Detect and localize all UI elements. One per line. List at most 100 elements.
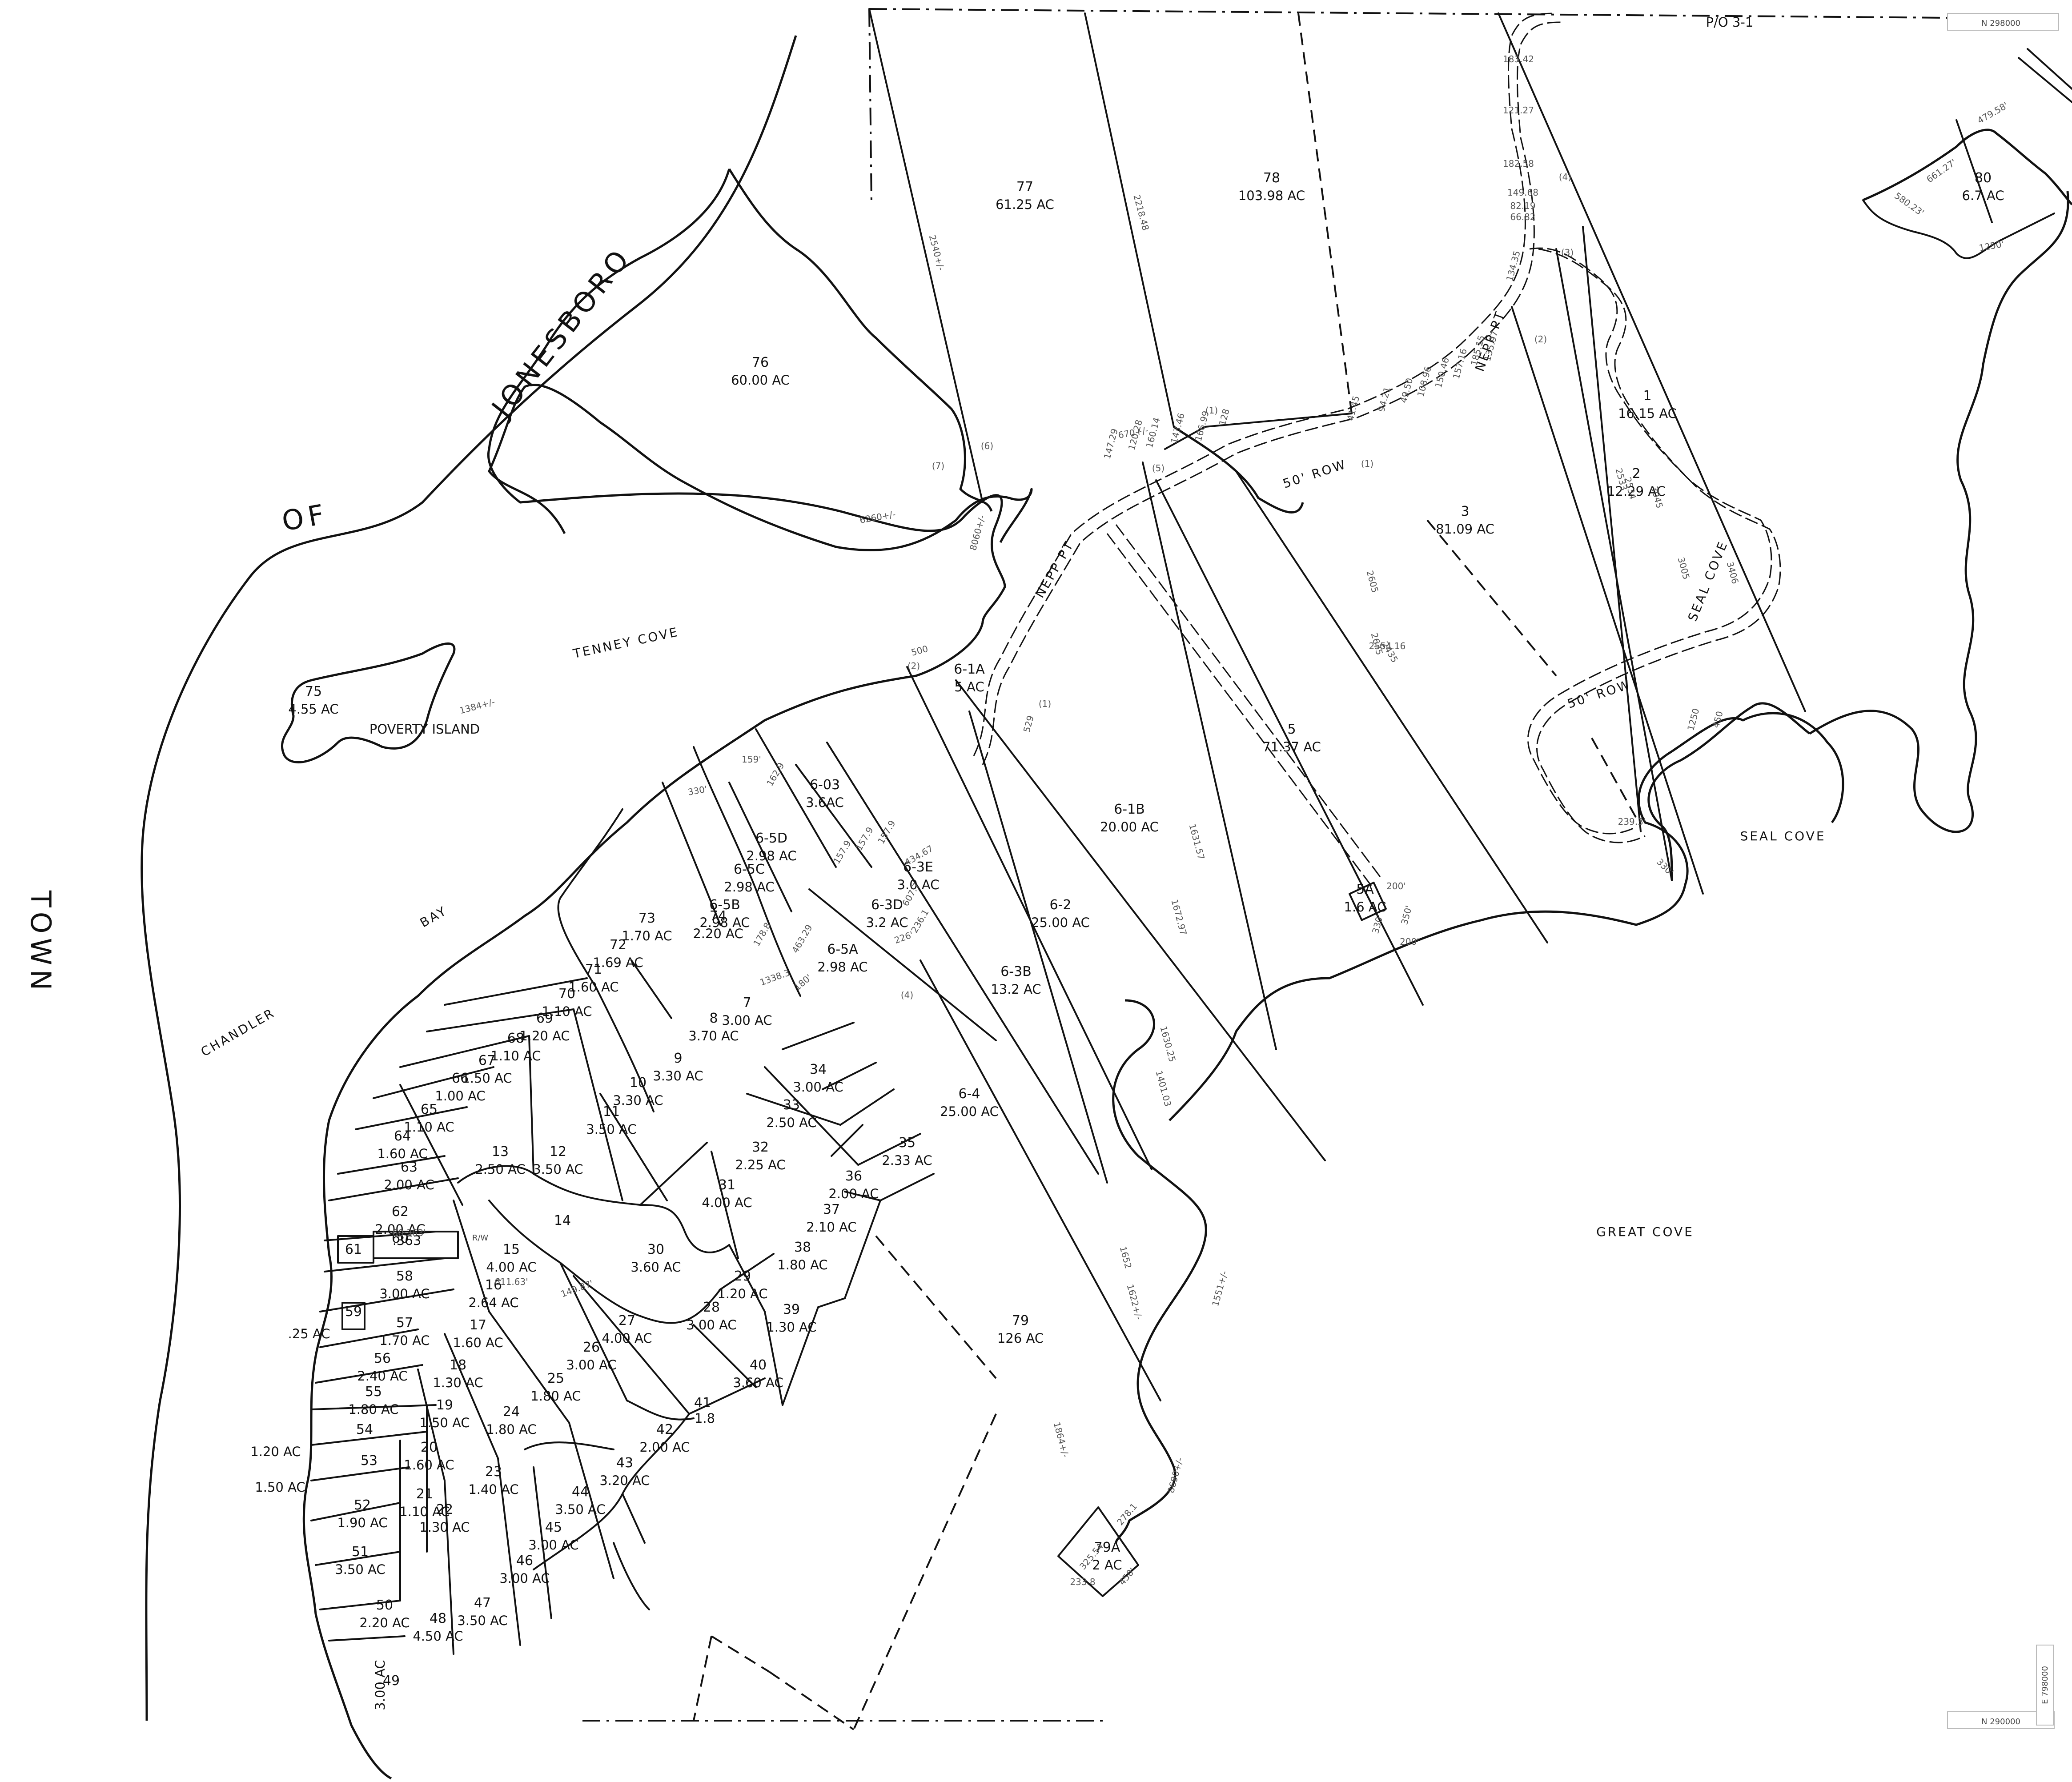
dimension-label: 134.35 bbox=[1504, 249, 1522, 282]
parcel-ref-label: (1) bbox=[1361, 458, 1373, 469]
lot-31-number: 31 bbox=[719, 1177, 735, 1193]
lot-71-area: 1.60 AC bbox=[568, 979, 618, 995]
north-shore bbox=[728, 168, 993, 512]
lot-17-area: 1.60 AC bbox=[453, 1335, 503, 1350]
lot-49-number: 49 bbox=[383, 1673, 400, 1689]
lot-15-area: 4.00 AC bbox=[486, 1260, 536, 1275]
rw-label: R/W bbox=[472, 1233, 489, 1243]
row-label-1: 50' ROW bbox=[1281, 457, 1349, 491]
lot-5a-number: 5A bbox=[1356, 882, 1374, 897]
lot-78-area: 103.98 AC bbox=[1238, 188, 1305, 203]
jonesboro-label: JONESBORO bbox=[484, 241, 638, 425]
lot-8-number: 8 bbox=[709, 1011, 718, 1026]
lot-14-number: 14 bbox=[554, 1213, 571, 1228]
dimension-label: 226' bbox=[893, 929, 915, 946]
lot-48-number: 48 bbox=[430, 1611, 446, 1626]
island-80 bbox=[1863, 128, 2072, 205]
lot-53-number: 53 bbox=[361, 1453, 377, 1469]
lot-22-number: 22 bbox=[436, 1502, 453, 1517]
lot-7-area: 3.00 AC bbox=[722, 1013, 772, 1028]
lot-21-area: 1.10 AC bbox=[399, 1504, 450, 1519]
lot-62-number: 62 bbox=[392, 1204, 409, 1220]
lot-63-area: 2.00 AC bbox=[384, 1177, 434, 1192]
dimension-label: 157.9 bbox=[853, 825, 875, 853]
parcel-ref-label: (3) bbox=[1561, 247, 1574, 258]
north-boundary bbox=[869, 8, 1948, 19]
dimension-label: 1384+/- bbox=[458, 696, 496, 716]
lot-20-area: 1.60 AC bbox=[404, 1457, 454, 1473]
lot-68-number: 68 bbox=[507, 1031, 524, 1046]
parcel-ref-label: (7) bbox=[932, 461, 944, 471]
poverty-island bbox=[281, 642, 456, 763]
lot-77-area: 61.25 AC bbox=[996, 197, 1054, 212]
lot-6-5c-number: 6-5C bbox=[734, 862, 765, 877]
dimension-label: 157.9 bbox=[831, 839, 853, 866]
lot-11-area: 3.50 AC bbox=[586, 1122, 636, 1137]
lot-32-area: 2.25 AC bbox=[735, 1157, 785, 1172]
lot-6-3d-number: 6-3D bbox=[871, 897, 903, 913]
lot-47-number: 47 bbox=[474, 1595, 491, 1611]
grid-n-top: N 298000 bbox=[1981, 19, 2020, 28]
lot-41-area: 1.8 bbox=[695, 1411, 715, 1426]
lot-5-number: 5 bbox=[1287, 722, 1296, 737]
major-lot-lines bbox=[808, 8, 1806, 1401]
lot-3-number: 3 bbox=[1461, 504, 1469, 519]
lot-33-area: 2.50 AC bbox=[766, 1115, 816, 1130]
lot-72-area: 1.69 AC bbox=[593, 955, 643, 970]
lot-1-area: 16.15 AC bbox=[1618, 406, 1677, 421]
lot-67-area: 1.50 AC bbox=[462, 1071, 512, 1086]
lot-27-area: 4.00 AC bbox=[602, 1331, 652, 1346]
dimension-label: 3406 bbox=[1725, 560, 1741, 585]
lot-42-area: 2.00 AC bbox=[639, 1440, 690, 1455]
lot-60-area: .363 bbox=[393, 1233, 422, 1248]
grid-n-bottom: N 290000 bbox=[1981, 1717, 2020, 1726]
lot-52-area: 1.90 AC bbox=[337, 1515, 387, 1530]
lot-10-number: 10 bbox=[630, 1075, 646, 1091]
nepp-pt-road-label-1: NEPP PT bbox=[1032, 538, 1077, 601]
grid-top-ref: P/O 3-1 bbox=[1706, 15, 1754, 30]
parcel-ref-label: (2) bbox=[908, 661, 920, 671]
lot-25-number: 25 bbox=[547, 1371, 564, 1386]
row-label-2: 50' ROW bbox=[1566, 677, 1633, 711]
lot-80-number: 80 bbox=[1975, 170, 1992, 186]
lot-2-area: 12.29 AC bbox=[1607, 484, 1666, 499]
grid-box-top bbox=[1947, 13, 2059, 31]
lot-5-area: 71.37 AC bbox=[1262, 739, 1321, 755]
dimension-label: 611.63' bbox=[494, 1276, 528, 1287]
lot-68-area: 1.10 AC bbox=[490, 1048, 541, 1064]
lot-73-number: 73 bbox=[638, 911, 655, 926]
lot-18-area: 1.30 AC bbox=[433, 1375, 483, 1390]
lot-10-area: 3.30 AC bbox=[613, 1093, 663, 1108]
lot-20-number: 20 bbox=[421, 1440, 438, 1455]
lot-78-number: 78 bbox=[1263, 170, 1280, 186]
lot-25-area: 1.80 AC bbox=[530, 1389, 581, 1404]
dimension-label: 150.46 bbox=[1433, 356, 1451, 389]
lot-19-area: 1.50 AC bbox=[419, 1415, 470, 1430]
lot-5a-box bbox=[1349, 882, 1387, 921]
lot-49-area: 3.00 AC bbox=[373, 1660, 388, 1710]
lot-48-area: 4.50 AC bbox=[413, 1629, 463, 1644]
seal-cove-shore bbox=[1647, 702, 1811, 881]
dimension-label: 1338.3 bbox=[759, 967, 791, 987]
parcel-ref-label: (6) bbox=[981, 441, 993, 451]
lot-31-area: 4.00 AC bbox=[702, 1195, 752, 1210]
dimension-label: 183.42 bbox=[1503, 54, 1534, 64]
dimension-label: 1631.57 bbox=[1187, 823, 1207, 861]
town-line bbox=[141, 35, 797, 1721]
lot-43-number: 43 bbox=[616, 1455, 633, 1471]
poverty-island-label: POVERTY ISLAND bbox=[369, 722, 480, 737]
lot-6-5a-number: 6-5A bbox=[827, 942, 858, 957]
dimension-label: 149.68 bbox=[1507, 187, 1538, 198]
lot-6-5c-area: 2.98 AC bbox=[724, 879, 774, 895]
lot-47-area: 3.50 AC bbox=[457, 1613, 507, 1628]
lot-6-5a-area: 2.98 AC bbox=[817, 959, 867, 975]
lot-6-5d-number: 6-5D bbox=[755, 831, 787, 846]
lot-79a-area: 2 AC bbox=[1092, 1557, 1122, 1573]
dimension-label: 278.1 bbox=[1115, 1501, 1139, 1527]
lot-56-number: 56 bbox=[374, 1351, 391, 1366]
lot-3-area: 81.09 AC bbox=[1436, 522, 1494, 537]
lot-6-03-area: 3.6AC bbox=[806, 795, 844, 810]
lot-66-area: 1.00 AC bbox=[435, 1088, 485, 1104]
lot-1-number: 1 bbox=[1643, 388, 1651, 404]
lot-28-number: 28 bbox=[703, 1300, 720, 1315]
